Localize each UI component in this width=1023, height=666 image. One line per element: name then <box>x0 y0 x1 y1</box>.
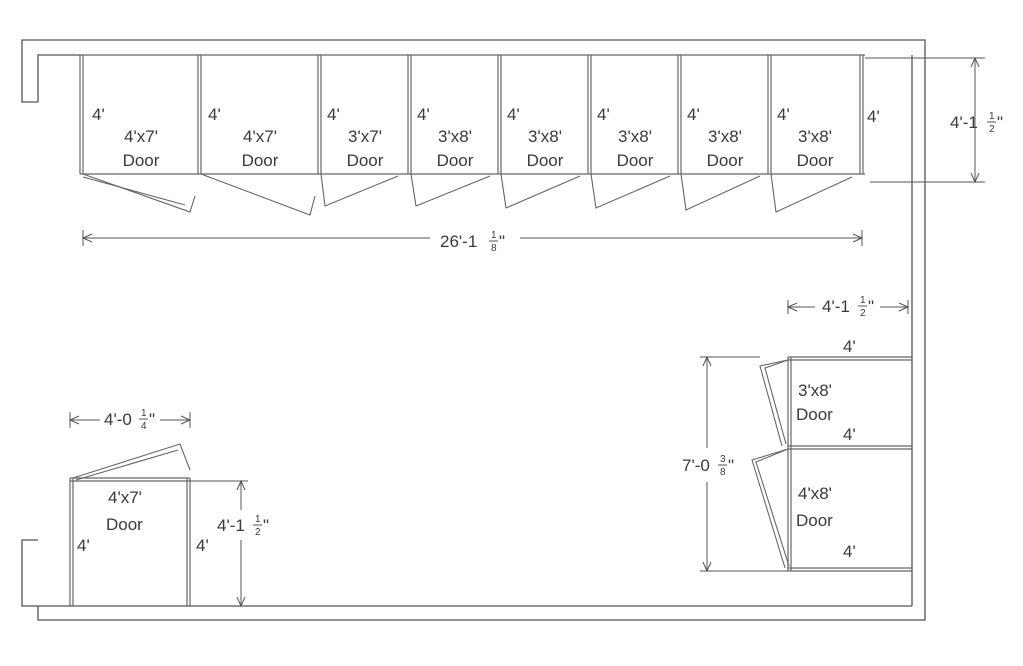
door-type-label: Door <box>242 151 279 170</box>
right-group-units: 4'-1 1 2 " 4' 4' 4' 3'x8' Door 4'x8' Doo… <box>682 295 913 573</box>
left-unit-width-dimension: 4'-0 1 4 " <box>68 408 192 432</box>
fraction-numerator: 1 <box>860 295 866 306</box>
width-dimension-label: 4'-1 <box>822 297 850 316</box>
door-type-label: Door <box>796 511 833 530</box>
height-label: 4' <box>208 105 221 124</box>
inch-mark: " <box>263 516 269 535</box>
fraction-denominator: 4 <box>141 421 147 432</box>
door-size-label: 3'x8' <box>798 381 832 400</box>
top-row-height-labels: 4' 4' 4' 4' 4' 4' 4' 4' 4' <box>92 105 880 126</box>
door-type-label: Door <box>796 405 833 424</box>
fraction-denominator: 2 <box>860 308 866 319</box>
height-label: 4' <box>687 105 700 124</box>
height-label: 4' <box>843 425 856 444</box>
height-label: 4' <box>196 536 209 555</box>
width-dimension-label: 4'-0 <box>104 410 132 429</box>
length-dimension-label: 7'-0 <box>682 456 710 475</box>
fraction-numerator: 1 <box>989 111 995 122</box>
height-label: 4' <box>843 337 856 356</box>
door-type-label: Door <box>437 151 474 170</box>
door-size-label: 4'x8' <box>798 484 832 503</box>
height-label: 4' <box>777 105 790 124</box>
right-group-width-dimension: 4'-1 1 2 " <box>786 295 910 319</box>
fraction-denominator: 2 <box>255 527 261 538</box>
room-wall-left-bottom-notch <box>21 539 38 607</box>
depth-dimension-label: 4'-1 <box>217 516 245 535</box>
fraction-denominator: 8 <box>720 467 726 478</box>
height-label: 4' <box>77 536 90 555</box>
height-label: 4' <box>597 105 610 124</box>
height-label: 4' <box>867 107 880 126</box>
door-type-label: Door <box>797 151 834 170</box>
top-row-door-swings <box>82 173 853 216</box>
fraction-denominator: 2 <box>989 124 995 135</box>
room-wall-left-top-notch <box>37 54 80 102</box>
fraction-numerator: 1 <box>255 514 261 525</box>
height-label: 4' <box>327 105 340 124</box>
inch-mark: " <box>868 297 874 316</box>
inch-mark: " <box>499 232 505 251</box>
fraction-numerator: 1 <box>141 408 147 419</box>
inch-mark: " <box>997 113 1003 132</box>
door-size-label: 3'x8' <box>708 127 742 146</box>
height-label: 4' <box>92 105 105 124</box>
door-size-label: 4'x7' <box>108 488 142 507</box>
room-wall <box>21 39 926 621</box>
door-type-label: Door <box>106 515 143 534</box>
depth-dimension-label: 4'-1 <box>950 113 978 132</box>
door-size-label: 3'x8' <box>618 127 652 146</box>
top-row-length-dimension: 26'-1 1 8 " <box>81 230 864 254</box>
fraction-denominator: 8 <box>491 243 497 254</box>
door-size-label: 4'x7' <box>243 127 277 146</box>
door-type-label: Door <box>527 151 564 170</box>
inch-mark: " <box>728 456 734 475</box>
top-row-units: 4' 4' 4' 4' 4' 4' 4' 4' 4' 4'x7' Door 4'… <box>79 54 1003 254</box>
top-row-door-labels: 4'x7' Door 4'x7' Door 3'x7' Door 3'x8' D… <box>123 127 834 170</box>
height-label: 4' <box>507 105 520 124</box>
left-unit-depth-dimension: 4'-1 1 2 " <box>190 479 269 608</box>
left-unit: 4'-0 1 4 " 4'x7' Door 4' 4' 4'-1 <box>68 408 269 608</box>
door-type-label: Door <box>707 151 744 170</box>
door-size-label: 3'x8' <box>798 127 832 146</box>
door-type-label: Door <box>123 151 160 170</box>
door-size-label: 4'x7' <box>124 127 158 146</box>
door-size-label: 3'x8' <box>528 127 562 146</box>
height-label: 4' <box>843 542 856 561</box>
length-dimension-label: 26'-1 <box>440 232 477 251</box>
top-row-depth-dimension: 4'-1 1 2 " <box>865 56 1003 184</box>
door-size-label: 3'x7' <box>348 127 382 146</box>
inch-mark: " <box>149 410 155 429</box>
door-size-label: 3'x8' <box>438 127 472 146</box>
partition-posts <box>79 55 864 174</box>
height-label: 4' <box>417 105 430 124</box>
right-group-length-dimension: 7'-0 3 8 " <box>682 355 788 573</box>
fraction-numerator: 1 <box>491 230 497 241</box>
fraction-numerator: 3 <box>720 454 726 465</box>
door-type-label: Door <box>347 151 384 170</box>
door-type-label: Door <box>617 151 654 170</box>
